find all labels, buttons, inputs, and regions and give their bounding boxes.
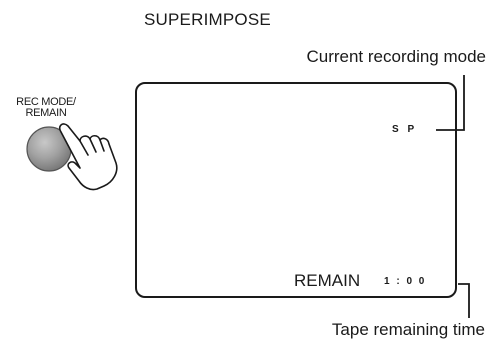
recording-mode-indicator: S P xyxy=(392,124,418,135)
tv-screen xyxy=(135,82,457,298)
callout-line-tape-remaining xyxy=(458,283,470,318)
remain-time-display: 1 : 0 0 xyxy=(384,276,427,287)
diagram-title: SUPERIMPOSE xyxy=(144,10,271,29)
callout-line-recording-mode xyxy=(436,75,465,131)
callout-recording-mode: Current recording mode xyxy=(306,47,486,66)
rec-mode-remain-button-label: REC MODE/ REMAIN xyxy=(6,97,86,119)
hand-pressing-button-icon xyxy=(58,123,118,191)
remain-label: REMAIN xyxy=(294,271,361,290)
button-label-line2: REMAIN xyxy=(25,107,67,119)
callout-tape-remaining: Tape remaining time xyxy=(331,320,485,339)
button-label-line1: REC MODE/ xyxy=(16,96,76,108)
